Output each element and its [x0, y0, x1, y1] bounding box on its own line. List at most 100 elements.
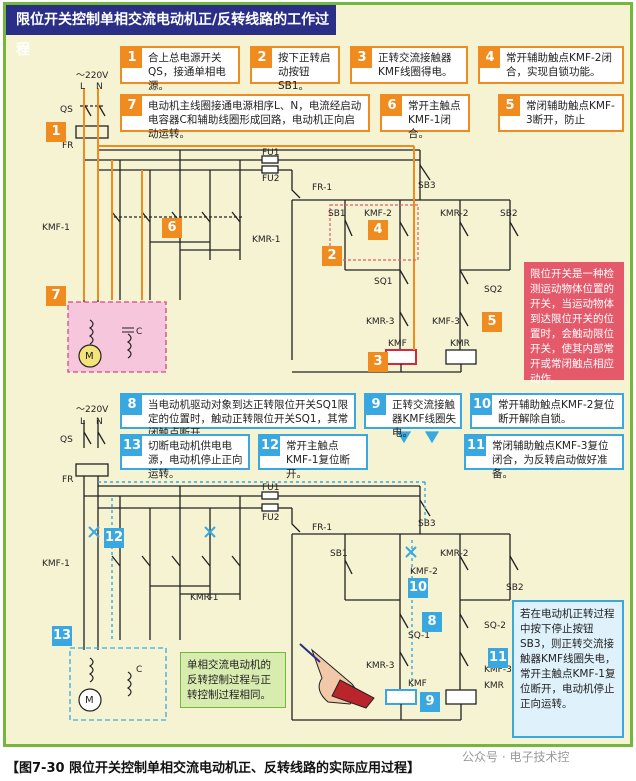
svg-text:SQ-2: SQ-2 [484, 621, 506, 631]
svg-text:M: M [85, 351, 94, 362]
step-box-4: 4 常开辅助触点KMF-2闭合，实现自锁功能。 [478, 46, 624, 84]
step-text: 常开辅助触点KMF-2闭合，实现自锁功能。 [506, 52, 612, 78]
svg-text:KMR-3: KMR-3 [366, 661, 395, 671]
step-box-8: 8 当电动机驱动对象到达正转限位开关SQ1限定的位置时，触动正转限位开关SQ1，… [120, 393, 356, 439]
step-box-2: 2 按下正转启动按钮SB1。 [250, 46, 340, 92]
svg-text:FU2: FU2 [262, 174, 280, 184]
svg-text:FR: FR [62, 141, 73, 151]
step-number: 6 [382, 96, 402, 116]
step-number: 10 [472, 395, 492, 415]
watermark: 公众号 · 电子技术控 [462, 750, 570, 764]
step-box-13: 13 切断电动机供电电源，电动机停止正向运转。 [120, 434, 250, 480]
motor-icon-top [78, 344, 102, 368]
figure-caption: 【图7-30 限位开关控制单相交流电动机正、反转线路的实际应用过程】 [6, 761, 421, 776]
svg-text:FU1: FU1 [262, 148, 280, 158]
step-text: 常开主触点KMF-1复位断开。 [286, 440, 350, 480]
svg-text:KMR-1: KMR-1 [252, 235, 281, 245]
step-text: 按下正转启动按钮SB1。 [278, 52, 331, 92]
badge-1: 1 [46, 122, 66, 142]
svg-text:N: N [96, 417, 103, 427]
svg-text:KMR-2: KMR-2 [440, 549, 469, 559]
step-box-5: 5 常闭辅助触点KMF-3断开，防止 [498, 94, 624, 132]
svg-text:KMF-3: KMF-3 [484, 665, 512, 675]
svg-text:SB3: SB3 [418, 519, 436, 529]
step-box-12: 12 常开主触点KMF-1复位断开。 [258, 434, 368, 480]
figure-title: 限位开关控制单相交流电动机正/反转线路的工作过程 [6, 5, 336, 58]
svg-text:FU2: FU2 [262, 513, 280, 523]
svg-text:SB1: SB1 [328, 209, 346, 219]
step-text: 正转交流接触器KMF线圈得电。 [378, 52, 453, 78]
step-text: 常开辅助触点KMF-2复位断开解除自锁。 [498, 399, 615, 425]
svg-text:SQ1: SQ1 [374, 277, 393, 287]
badge-10: 10 [408, 578, 428, 598]
svg-text:KMF-2: KMF-2 [410, 567, 438, 577]
badge-5: 5 [482, 312, 502, 332]
step-text: 常闭辅助触点KMF-3断开，防止 [526, 100, 615, 126]
svg-text:M: M [85, 695, 94, 706]
badge-11: 11 [488, 648, 508, 668]
badge-4: 4 [368, 220, 388, 240]
step-text: 常闭辅助触点KMF-3复位闭合，为反转启动做好准备。 [492, 440, 609, 480]
motor-area-bottom [69, 647, 167, 721]
badge-8: 8 [422, 612, 442, 632]
svg-text:FU1: FU1 [262, 483, 280, 493]
step-number: 5 [500, 96, 520, 116]
svg-text:C: C [136, 327, 142, 337]
step-box-3: 3 正转交流接触器KMF线圈得电。 [350, 46, 468, 84]
svg-text:KMF-3: KMF-3 [432, 317, 460, 327]
step-number: 8 [122, 395, 142, 415]
svg-text:KMR: KMR [450, 339, 470, 349]
step-box-1: 1 合上总电源开关QS，接通单相电源。 [120, 46, 240, 92]
step-number: 1 [122, 48, 142, 68]
step-number: 3 [352, 48, 372, 68]
svg-text:SB3: SB3 [418, 181, 436, 191]
break-marks [88, 526, 417, 558]
step-box-9: 9 正转交流接触器KMF线圈失电。 [364, 393, 462, 439]
svg-text:QS: QS [60, 105, 73, 115]
svg-text:SB2: SB2 [506, 583, 524, 593]
bottom-current-path [98, 481, 426, 690]
step-box-10: 10 常开辅助触点KMF-2复位断开解除自锁。 [470, 393, 624, 429]
svg-text:KMF-1: KMF-1 [42, 223, 70, 233]
badge-9: 9 [420, 692, 440, 712]
step-text: 切断电动机供电电源，电动机停止正向运转。 [148, 440, 243, 480]
badge-3: 3 [368, 352, 388, 372]
motor-icon-bottom [78, 688, 102, 712]
sb1-kmf2-highlight [329, 204, 419, 261]
svg-text:FR-1: FR-1 [312, 523, 332, 533]
step-box-6: 6 常开主触点KMF-1闭合。 [380, 94, 470, 140]
svg-text:～220V: ～220V [76, 71, 109, 81]
note-stop: 若在电动机正转过程中按下停止按钮SB3，则正转交流接触器KMF线圈失电，常开主触… [512, 600, 624, 738]
svg-text:KMR-1: KMR-1 [190, 593, 219, 603]
svg-text:KMR-3: KMR-3 [366, 317, 395, 327]
step-number: 4 [480, 48, 500, 68]
svg-text:N: N [96, 82, 103, 92]
badge-13: 13 [52, 626, 72, 646]
step-number: 2 [252, 48, 272, 68]
svg-text:SQ-1: SQ-1 [408, 631, 430, 641]
step-text: 电动机主线圈接通电源相序L、N，电流经启动电容器C和辅助线圈形成回路，电动机正向… [148, 100, 362, 140]
bottom-diagram [75, 420, 519, 721]
step-number: 13 [122, 436, 142, 456]
svg-text:～220V: ～220V [76, 405, 109, 415]
step-box-11: 11 常闭辅助触点KMF-3复位闭合，为反转启动做好准备。 [464, 434, 624, 480]
top-current-path [83, 88, 415, 350]
svg-text:KMR: KMR [484, 681, 504, 691]
step-text: 合上总电源开关QS，接通单相电源。 [148, 52, 226, 92]
badge-2: 2 [322, 246, 342, 266]
svg-text:KMR-2: KMR-2 [440, 209, 469, 219]
badge-12: 12 [104, 528, 124, 548]
step-number: 9 [366, 395, 386, 415]
svg-text:SB2: SB2 [500, 209, 518, 219]
note-limit-switch: 限位开关是一种检测运动物体位置的开关，当运动物体到达限位开关的位置时，会触动限位… [524, 262, 624, 385]
svg-text:KMF-2: KMF-2 [364, 209, 392, 219]
svg-text:KMF: KMF [388, 339, 407, 349]
step-text: 正转交流接触器KMF线圈失电。 [392, 399, 456, 439]
svg-text:C: C [136, 665, 142, 675]
step-box-7: 7 电动机主线圈接通电源相序L、N，电流经启动电容器C和辅助线圈形成回路，电动机… [120, 94, 370, 140]
svg-text:SB1: SB1 [330, 549, 348, 559]
badge-6: 6 [162, 218, 182, 238]
svg-text:L: L [80, 417, 85, 427]
step-number: 11 [466, 436, 486, 456]
